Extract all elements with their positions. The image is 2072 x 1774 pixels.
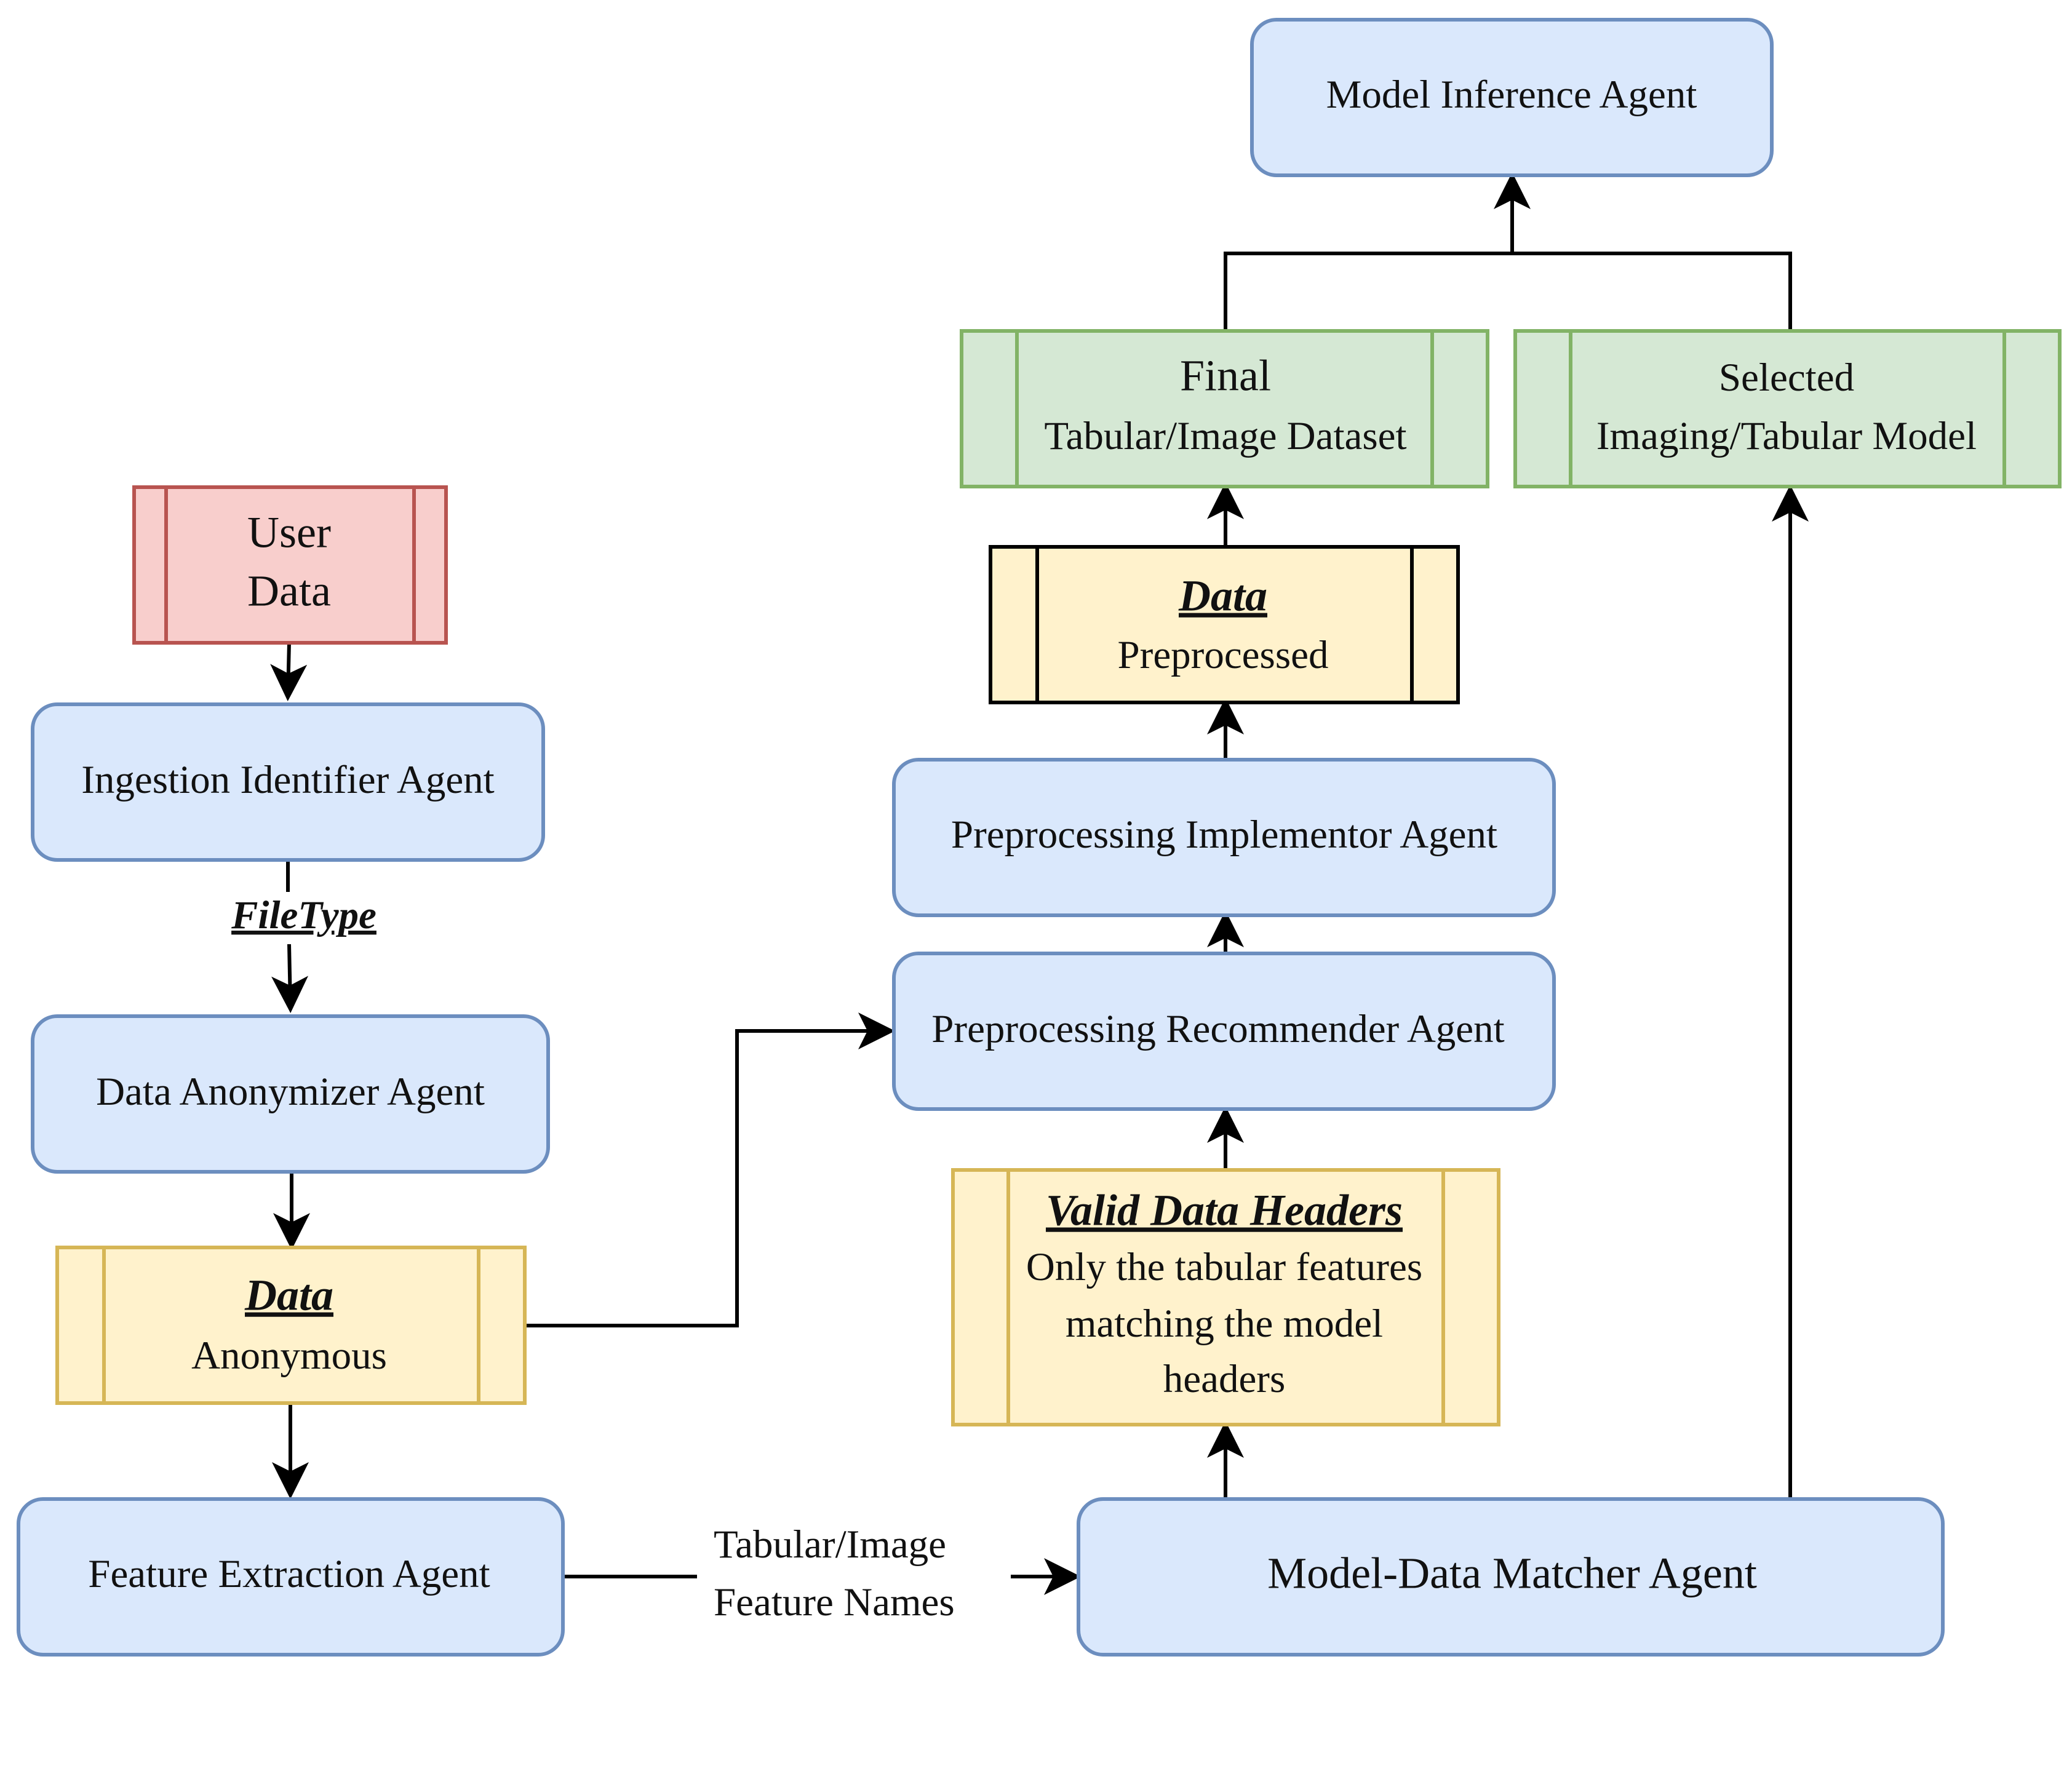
- node-user-data[interactable]: User Data: [132, 485, 448, 645]
- node-label: Preprocessing Implementor Agent: [951, 813, 1497, 857]
- edge-filetype-to-anonymizer: [271, 944, 309, 1013]
- node-selected-model[interactable]: Selected Imaging/Tabular Model: [1513, 329, 2062, 488]
- node-data-preprocessed[interactable]: Data Preprocessed: [989, 545, 1460, 704]
- node-line2: matching the model: [1066, 1302, 1383, 1346]
- node-label: Model-Data Matcher Agent: [1267, 1549, 1757, 1598]
- node-label: Model Inference Agent: [1326, 73, 1697, 117]
- edge-final-dataset-up: [1224, 252, 1512, 330]
- node-label: Preprocessing Recommender Agent: [931, 1007, 1504, 1051]
- node-data-anonymizer-agent[interactable]: Data Anonymizer Agent: [31, 1014, 550, 1174]
- node-label-line1: User: [247, 508, 331, 557]
- node-valid-data-headers[interactable]: Valid Data Headers Only the tabular feat…: [951, 1168, 1500, 1426]
- node-label-line2: Imaging/Tabular Model: [1596, 414, 1977, 458]
- node-title: Data: [1178, 571, 1267, 621]
- node-title: Data: [244, 1271, 333, 1320]
- node-label-line2: Tabular/Image Dataset: [1044, 414, 1406, 458]
- edge-label-filetype: FileType: [231, 893, 377, 937]
- node-line3: headers: [1163, 1357, 1286, 1401]
- node-ingestion-identifier-agent[interactable]: Ingestion Identifier Agent: [31, 702, 545, 862]
- node-final-dataset[interactable]: Final Tabular/Image Dataset: [960, 329, 1489, 488]
- node-subtitle: Anonymous: [191, 1334, 387, 1378]
- node-preprocessing-recommender-agent[interactable]: Preprocessing Recommender Agent: [892, 952, 1556, 1111]
- edge-selected-model-up: [1512, 252, 1792, 330]
- node-label: Ingestion Identifier Agent: [81, 758, 495, 802]
- edge-data-anonymous-to-recommender: [525, 1012, 895, 1327]
- edge-label-features-line1: Tabular/Image: [714, 1522, 946, 1567]
- node-label-line1: Final: [1180, 351, 1271, 400]
- node-label: Feature Extraction Agent: [88, 1552, 490, 1596]
- node-model-inference-agent[interactable]: Model Inference Agent: [1250, 18, 1774, 177]
- node-model-data-matcher-agent[interactable]: Model-Data Matcher Agent: [1077, 1497, 1945, 1657]
- node-title: Valid Data Headers: [1046, 1186, 1403, 1235]
- node-label: Data Anonymizer Agent: [96, 1070, 485, 1114]
- node-label-line1: Selected: [1719, 356, 1854, 400]
- node-subtitle: Preprocessed: [1118, 633, 1329, 677]
- edges: [270, 172, 1809, 1595]
- node-label-line2: Data: [247, 567, 331, 616]
- node-data-anonymous[interactable]: Data Anonymous: [55, 1246, 527, 1405]
- node-preprocessing-implementor-agent[interactable]: Preprocessing Implementor Agent: [892, 758, 1556, 917]
- node-line1: Only the tabular features: [1026, 1245, 1422, 1289]
- edge-user-data-to-ingestion: [270, 642, 308, 701]
- node-feature-extraction-agent[interactable]: Feature Extraction Agent: [17, 1497, 565, 1657]
- edge-label-features-line2: Feature Names: [714, 1580, 955, 1625]
